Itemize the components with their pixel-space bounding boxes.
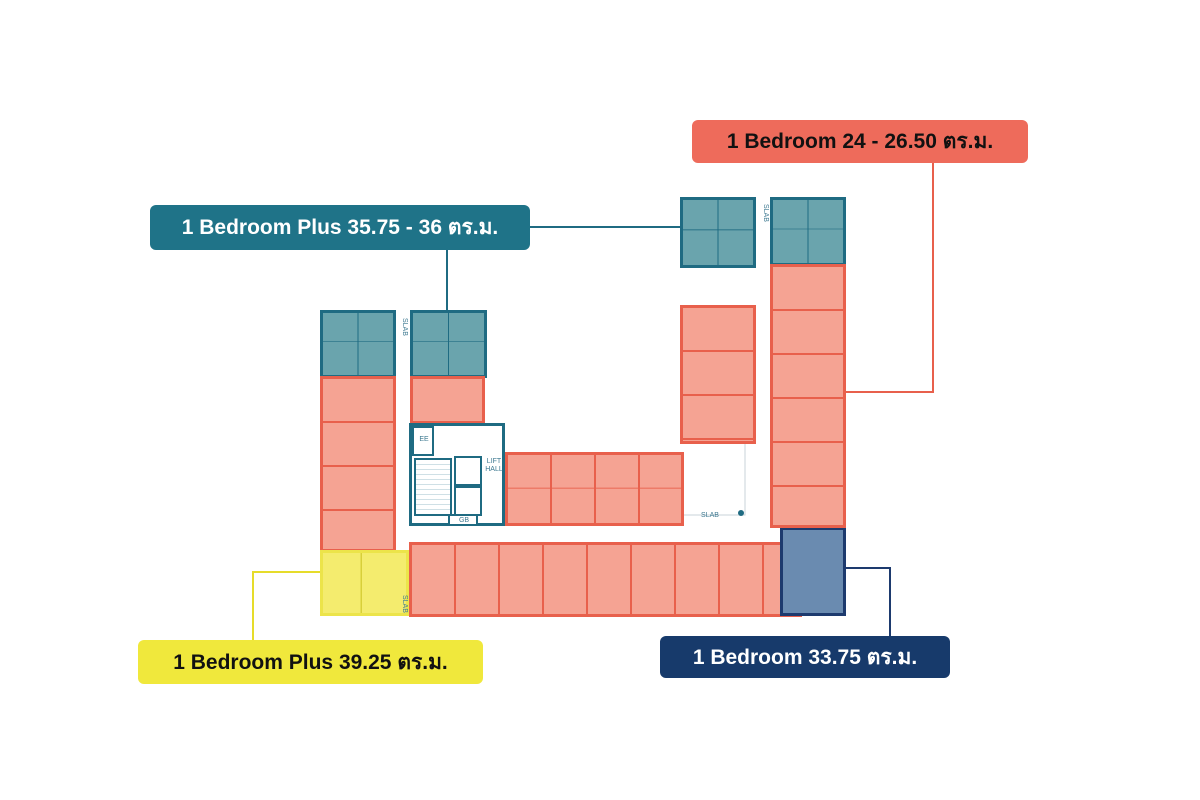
unit-1br-plus-teal-left-b	[410, 310, 487, 378]
unit-1br-plus-teal-right-a	[680, 197, 756, 268]
units-1br-salmon-left-column	[320, 376, 396, 552]
callout-1br-plus-39: 1 Bedroom Plus 39.25 ตร.ม.	[138, 640, 483, 684]
callout-1br-plus-35: 1 Bedroom Plus 35.75 - 36 ตร.ม.	[150, 205, 530, 250]
callout-1br-33: 1 Bedroom 33.75 ตร.ม.	[660, 636, 950, 678]
units-1br-salmon-bottom-row	[409, 542, 802, 617]
courtyard-marker	[738, 510, 744, 516]
unit-1br-salmon-left-small	[410, 376, 485, 424]
units-1br-salmon-inner-column	[680, 305, 756, 444]
lift-icon	[454, 456, 482, 486]
units-1br-salmon-right-column	[770, 264, 846, 528]
leader-navy	[845, 567, 891, 636]
callout-1br-24: 1 Bedroom 24 - 26.50 ตร.ม.	[692, 120, 1028, 163]
slab-label: SLAB	[401, 318, 408, 336]
slab-label: SLAB	[401, 595, 408, 613]
unit-1br-navy	[780, 527, 846, 616]
slab-label: SLAB	[762, 204, 769, 222]
unit-1br-plus-teal-left-a	[320, 310, 396, 378]
lift-hall-label: LIFT HALL	[485, 458, 503, 473]
leader-yellow	[252, 571, 320, 640]
units-1br-salmon-middle-row	[505, 452, 684, 526]
leader-salmon	[845, 163, 934, 393]
lift-icon	[454, 486, 482, 516]
stair-icon	[414, 458, 452, 516]
unit-1br-plus-yellow	[320, 550, 409, 616]
ee-label: EE	[419, 436, 429, 443]
slab-label: SLAB	[701, 512, 719, 519]
gb-room	[448, 514, 478, 526]
ee-room	[412, 426, 434, 456]
unit-1br-plus-teal-right-b	[770, 197, 846, 266]
courtyard-outline	[683, 442, 746, 516]
core-lift-stair: EE GB LIFT HALL	[409, 423, 505, 526]
gb-label: GB	[458, 517, 470, 524]
